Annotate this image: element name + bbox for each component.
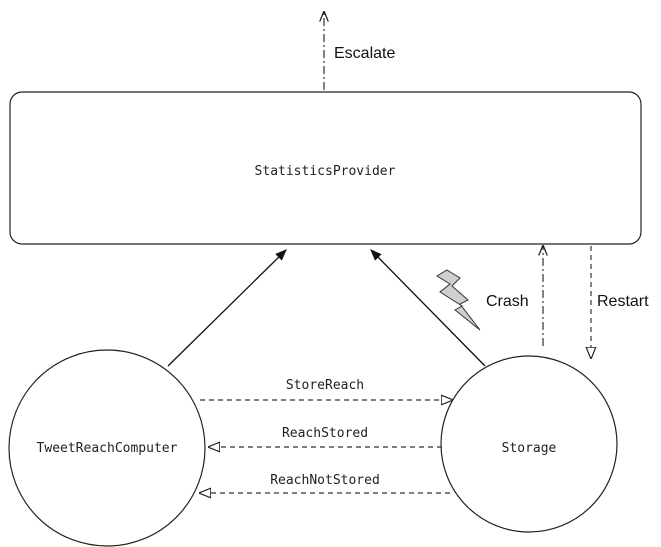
storage-label: Storage xyxy=(502,441,557,456)
restart-label: Restart xyxy=(597,293,649,310)
escalate-label: Escalate xyxy=(334,45,395,62)
storage-to-supervisor-arrow xyxy=(370,249,486,367)
statistics-provider-node xyxy=(9,91,642,245)
lightning-bolt-icon xyxy=(436,269,481,331)
tweet-reach-computer-node xyxy=(8,349,206,547)
storage-node xyxy=(440,355,618,533)
tweet-reach-computer-label: TweetReachComputer xyxy=(37,441,178,456)
statistics-provider-label: StatisticsProvider xyxy=(255,164,396,179)
crash-label: Crash xyxy=(486,293,529,310)
reach-not-stored-label: ReachNotStored xyxy=(270,473,380,488)
reach-stored-label: ReachStored xyxy=(282,426,368,441)
computer-to-supervisor-arrow xyxy=(167,249,287,367)
store-reach-label: StoreReach xyxy=(286,378,364,393)
